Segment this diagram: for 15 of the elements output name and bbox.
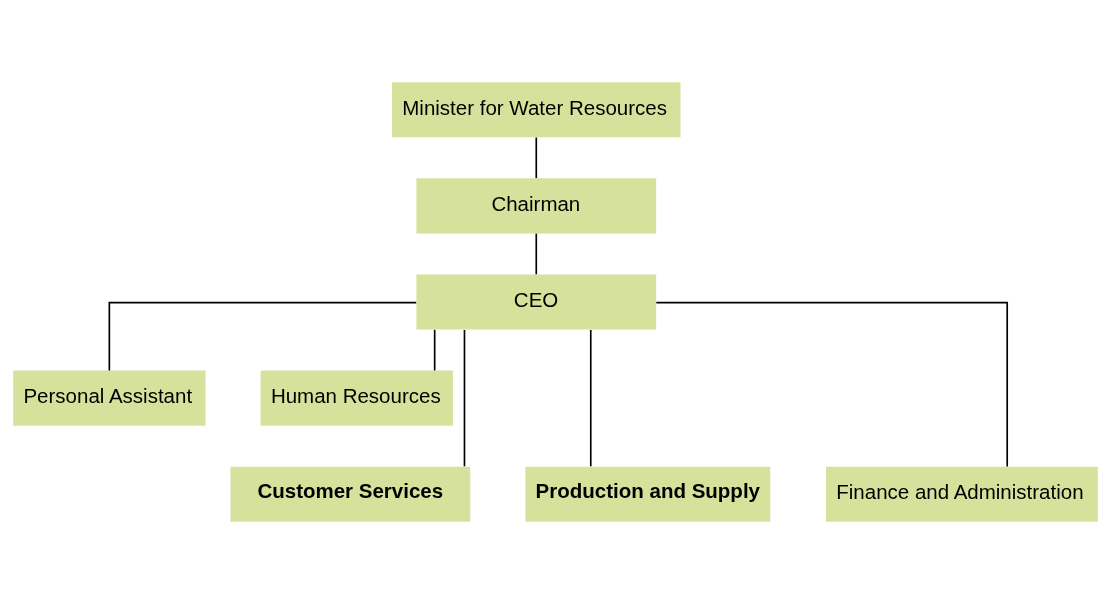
node-box: Customer Services: [230, 466, 471, 522]
node-box: Human Resources: [260, 370, 453, 426]
connector: [535, 232, 538, 275]
node-box: Finance and Administration: [826, 466, 1098, 522]
connector: [108, 301, 418, 371]
node-box: Personal Assistant: [13, 370, 206, 426]
connector: [433, 328, 436, 371]
connector: [463, 328, 466, 467]
connector: [589, 328, 592, 467]
node-box: Minister for Water Resources: [392, 81, 681, 137]
connector: [655, 301, 1009, 467]
connector: [535, 136, 538, 179]
node-box: CEO: [416, 273, 657, 330]
node-box: Production and Supply: [525, 466, 771, 522]
node-box: Chairman: [416, 177, 657, 233]
